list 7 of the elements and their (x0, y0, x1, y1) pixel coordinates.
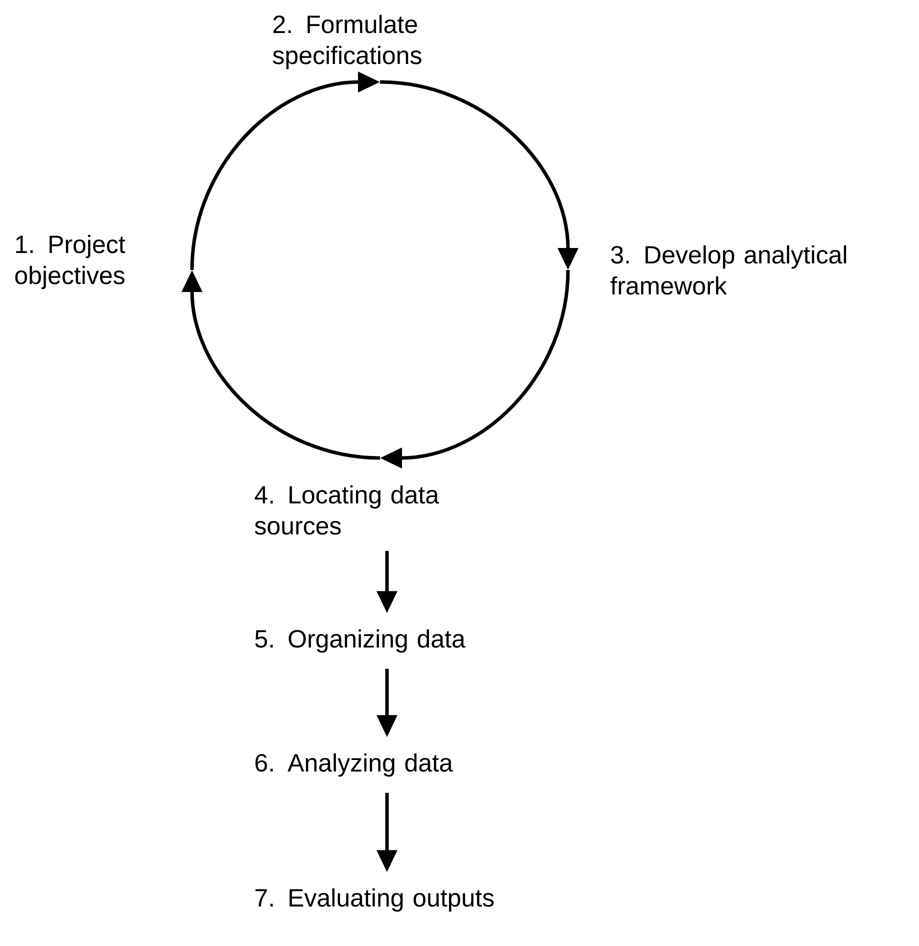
step-label: 6. Analyzing data (255, 753, 453, 777)
step-label: 1. Project objectives (15, 234, 126, 290)
step-label: 7. Evaluating outputs (255, 888, 494, 912)
step-label: 2. Formulate specifications (272, 14, 422, 70)
step-label: 3. Develop analytical framework (610, 245, 846, 295)
step-label: 5. Organizing data (255, 629, 466, 653)
step-label: 4. Locating data sources (254, 485, 440, 535)
